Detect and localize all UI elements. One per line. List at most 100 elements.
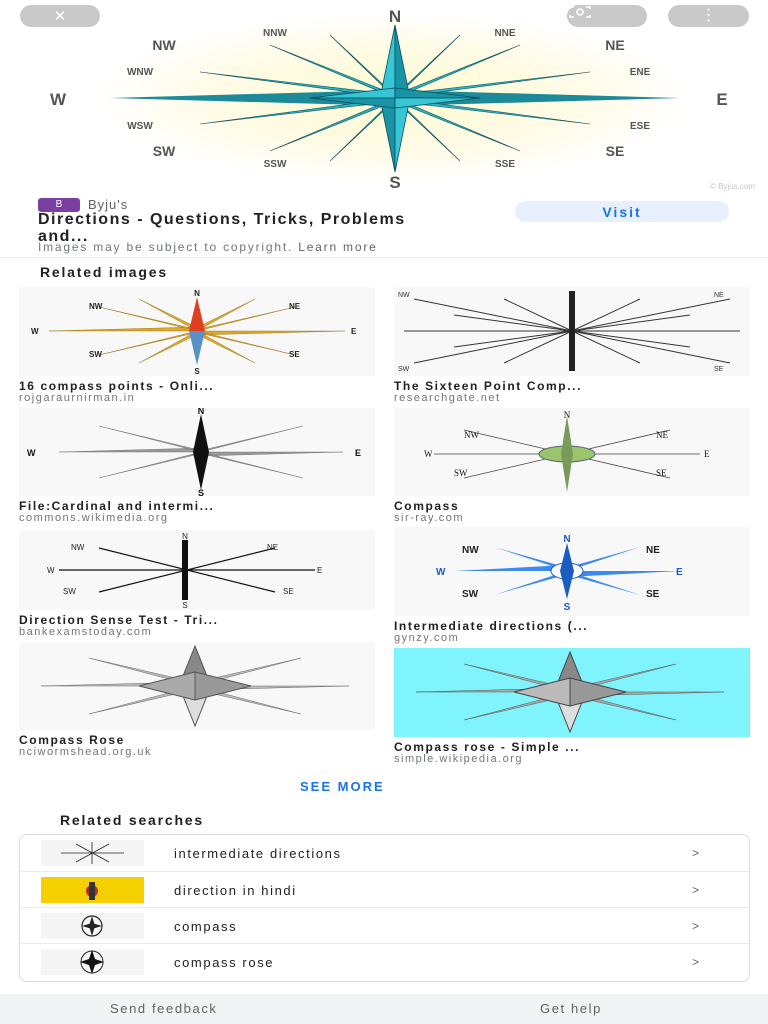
- svg-text:SW: SW: [89, 350, 102, 359]
- chevron-right-icon: >: [692, 883, 700, 897]
- related-search-item[interactable]: direction in hindi >: [20, 871, 749, 908]
- visit-button[interactable]: Visit: [515, 201, 729, 222]
- svg-text:E: E: [317, 566, 322, 575]
- related-search-thumb: [41, 840, 144, 866]
- related-search-item[interactable]: compass rose >: [20, 943, 749, 980]
- image-title[interactable]: Directions - Questions, Tricks, Problems…: [38, 211, 406, 245]
- close-icon: ✕: [53, 8, 67, 25]
- hero-label-sse: SSE: [495, 159, 515, 170]
- related-search-item[interactable]: intermediate directions >: [20, 835, 749, 871]
- svg-text:W: W: [424, 449, 433, 459]
- svg-text:N: N: [564, 410, 571, 420]
- svg-text:NE: NE: [714, 292, 724, 299]
- related-image-thumb: [19, 642, 375, 730]
- copyright-text: Images may be subject to copyright.: [38, 240, 294, 254]
- related-image-domain: bankexamstoday.com: [19, 626, 153, 638]
- hero-label-ese: ESE: [630, 121, 650, 132]
- chevron-right-icon: >: [692, 846, 700, 860]
- related-image-domain: sir-ray.com: [394, 512, 465, 524]
- svg-text:SW: SW: [63, 587, 76, 596]
- related-image-title: File:Cardinal and intermi...: [19, 499, 215, 513]
- send-feedback-link[interactable]: Send feedback: [110, 1001, 218, 1016]
- chevron-right-icon: >: [692, 919, 700, 933]
- hero-image[interactable]: N S W E NW NE SW SE NNW NNE SSW SSE WNW …: [0, 0, 768, 195]
- related-image-thumb: [394, 648, 750, 737]
- close-button[interactable]: ✕: [20, 5, 100, 27]
- hero-label-n: N: [389, 7, 401, 26]
- related-image-title: Intermediate directions (...: [394, 619, 589, 633]
- svg-text:SE: SE: [656, 468, 667, 478]
- svg-text:N: N: [198, 408, 205, 416]
- hero-label-ne: NE: [605, 37, 624, 53]
- related-image-item[interactable]: Compass rose - Simple ... simple.wikiped…: [394, 648, 750, 765]
- related-search-item[interactable]: compass >: [20, 907, 749, 944]
- svg-text:N: N: [194, 289, 200, 298]
- svg-text:N: N: [563, 534, 570, 545]
- more-options-button[interactable]: ⋮: [668, 5, 749, 27]
- hero-label-nw: NW: [152, 37, 176, 53]
- related-searches-heading: Related searches: [60, 812, 204, 828]
- hero-label-nnw: NNW: [263, 28, 287, 39]
- hero-label-sw: SW: [153, 143, 176, 159]
- svg-text:S: S: [194, 367, 200, 376]
- lens-button[interactable]: [567, 5, 647, 27]
- get-help-link[interactable]: Get help: [540, 1001, 602, 1016]
- svg-text:E: E: [355, 448, 361, 458]
- svg-text:NW: NW: [462, 545, 479, 556]
- related-search-label: compass rose: [174, 954, 275, 970]
- related-image-domain: simple.wikipedia.org: [394, 753, 524, 765]
- related-image-item[interactable]: Compass Rose nciwormshead.org.uk: [19, 642, 375, 758]
- related-search-thumb: [41, 877, 144, 903]
- source-row[interactable]: B Byju's: [38, 197, 128, 212]
- svg-text:NW: NW: [464, 430, 479, 440]
- svg-text:NE: NE: [289, 302, 301, 311]
- svg-text:SW: SW: [454, 468, 468, 478]
- byjus-logo-icon: B: [38, 197, 80, 212]
- svg-text:W: W: [47, 566, 55, 575]
- hero-label-e: E: [716, 90, 727, 109]
- svg-text:E: E: [676, 567, 683, 578]
- related-search-label: intermediate directions: [174, 845, 342, 861]
- learn-more-link[interactable]: Learn more: [298, 240, 378, 254]
- related-image-domain: commons.wikimedia.org: [19, 512, 169, 524]
- footer: Send feedback Get help: [0, 994, 768, 1024]
- related-search-thumb: [41, 949, 144, 975]
- svg-text:W: W: [27, 448, 36, 458]
- svg-text:NW: NW: [71, 543, 85, 552]
- hero-label-se: SE: [606, 143, 625, 159]
- svg-text:NE: NE: [646, 545, 660, 556]
- related-image-domain: researchgate.net: [394, 392, 501, 404]
- related-image-thumb: N S W E: [19, 408, 375, 496]
- section-divider: [0, 257, 768, 258]
- svg-text:E: E: [704, 449, 710, 459]
- hero-label-nne: NNE: [494, 28, 515, 39]
- svg-text:S: S: [198, 488, 204, 496]
- related-image-domain: rojgaraurnirman.in: [19, 392, 136, 404]
- related-image-title: Compass: [394, 499, 460, 513]
- related-image-item[interactable]: N S W E File:Cardinal and intermi... commo…: [19, 408, 375, 524]
- svg-text:N: N: [182, 532, 188, 541]
- svg-text:SE: SE: [646, 589, 660, 600]
- svg-text:S: S: [564, 602, 571, 613]
- related-image-title: Compass rose - Simple ...: [394, 740, 581, 754]
- related-image-domain: gynzy.com: [394, 632, 460, 644]
- source-name: Byju's: [88, 197, 129, 212]
- related-search-thumb: [41, 913, 144, 939]
- see-more-button[interactable]: SEE MORE: [300, 779, 385, 794]
- svg-text:SW: SW: [462, 589, 479, 600]
- svg-text:W: W: [31, 327, 39, 336]
- related-image-domain: nciwormshead.org.uk: [19, 746, 153, 758]
- chevron-right-icon: >: [692, 955, 700, 969]
- related-image-title: Compass Rose: [19, 733, 125, 747]
- hero-watermark: © Byjus.com: [710, 182, 755, 191]
